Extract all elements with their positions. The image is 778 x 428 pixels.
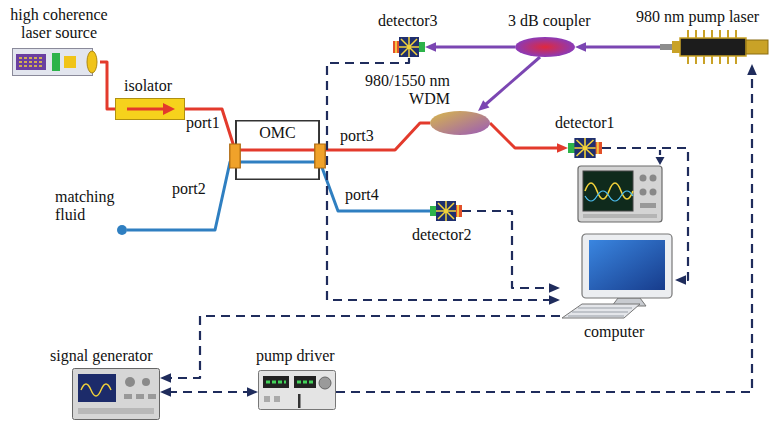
- signal-line: [336, 72, 752, 392]
- node-label: OMC: [235, 124, 320, 142]
- signal-line: [327, 58, 552, 300]
- arrowhead-to: [575, 42, 586, 52]
- arrowhead-from: [160, 387, 171, 397]
- shape: [12, 48, 100, 76]
- oscilloscope: [578, 166, 662, 222]
- shape: [393, 36, 425, 58]
- shape: [515, 37, 575, 57]
- fiber-line: [100, 62, 115, 109]
- node-label: detector3: [378, 12, 438, 30]
- node-label: high coherence laser source: [4, 6, 114, 42]
- node-label: matching fluid: [55, 188, 135, 224]
- shape: [72, 368, 160, 420]
- node-label: pump driver: [256, 347, 335, 365]
- shape: [430, 200, 462, 222]
- fiber-line: [127, 162, 235, 230]
- fluid-dot: matching fluid: [117, 225, 127, 235]
- arrowhead-to: [549, 283, 560, 293]
- node-label: detector2: [412, 226, 472, 244]
- laser-source: high coherence laser source: [12, 48, 100, 76]
- fiber-line: [433, 46, 515, 49]
- computer: computer: [560, 232, 675, 320]
- pump-driver: pump driver: [258, 370, 336, 410]
- node-label: isolator: [124, 77, 172, 95]
- arrowhead-to: [247, 387, 258, 397]
- scope-lead: [656, 150, 665, 165]
- port-label: port2: [172, 180, 206, 198]
- detector: detector1: [568, 137, 602, 159]
- arrowhead-to: [478, 100, 489, 111]
- node-label: 980 nm pump laser: [636, 8, 759, 26]
- fiber-line: [320, 123, 430, 150]
- node-label: 980/1550 nm WDM: [355, 72, 450, 108]
- port-label: port4: [345, 186, 379, 204]
- arrowhead-to: [747, 64, 757, 75]
- arrowhead-to: [425, 42, 436, 52]
- port-label: port1: [186, 114, 220, 132]
- shape: [258, 370, 336, 410]
- fiber-line: [484, 57, 540, 106]
- arrowhead-to: [160, 373, 171, 383]
- shape: [568, 137, 602, 159]
- shape: [117, 225, 127, 235]
- signal-line: [462, 211, 552, 288]
- detector: detector2: [430, 200, 462, 222]
- fiber-line: [320, 162, 430, 211]
- wdm: 980/1550 nm WDM: [430, 111, 490, 135]
- node-label: detector1: [555, 114, 615, 132]
- port-label: port3: [340, 127, 374, 145]
- fiber-line: [583, 46, 660, 49]
- shape: [430, 111, 490, 135]
- signal-line: [168, 391, 250, 393]
- signal-generator: signal generator: [72, 368, 160, 420]
- arrowhead-to: [557, 143, 568, 153]
- node-label: 3 dB coupler: [508, 12, 591, 30]
- arrowhead-to: [675, 275, 686, 285]
- detector: detector3: [393, 36, 425, 58]
- fiber-line: [185, 109, 235, 150]
- signal-line: [168, 316, 560, 378]
- arrowhead-to: [549, 295, 560, 305]
- shape: [115, 98, 185, 120]
- node-label: computer: [584, 323, 644, 341]
- fiber-line: [490, 123, 560, 148]
- omc-box: OMC: [235, 120, 320, 180]
- isolator: isolator: [115, 98, 185, 120]
- pump-laser: 980 nm pump laser: [660, 30, 770, 64]
- shape: [560, 232, 675, 320]
- coupler: 3 dB coupler: [515, 37, 575, 57]
- node-label: signal generator: [50, 347, 153, 365]
- shape: [660, 30, 770, 64]
